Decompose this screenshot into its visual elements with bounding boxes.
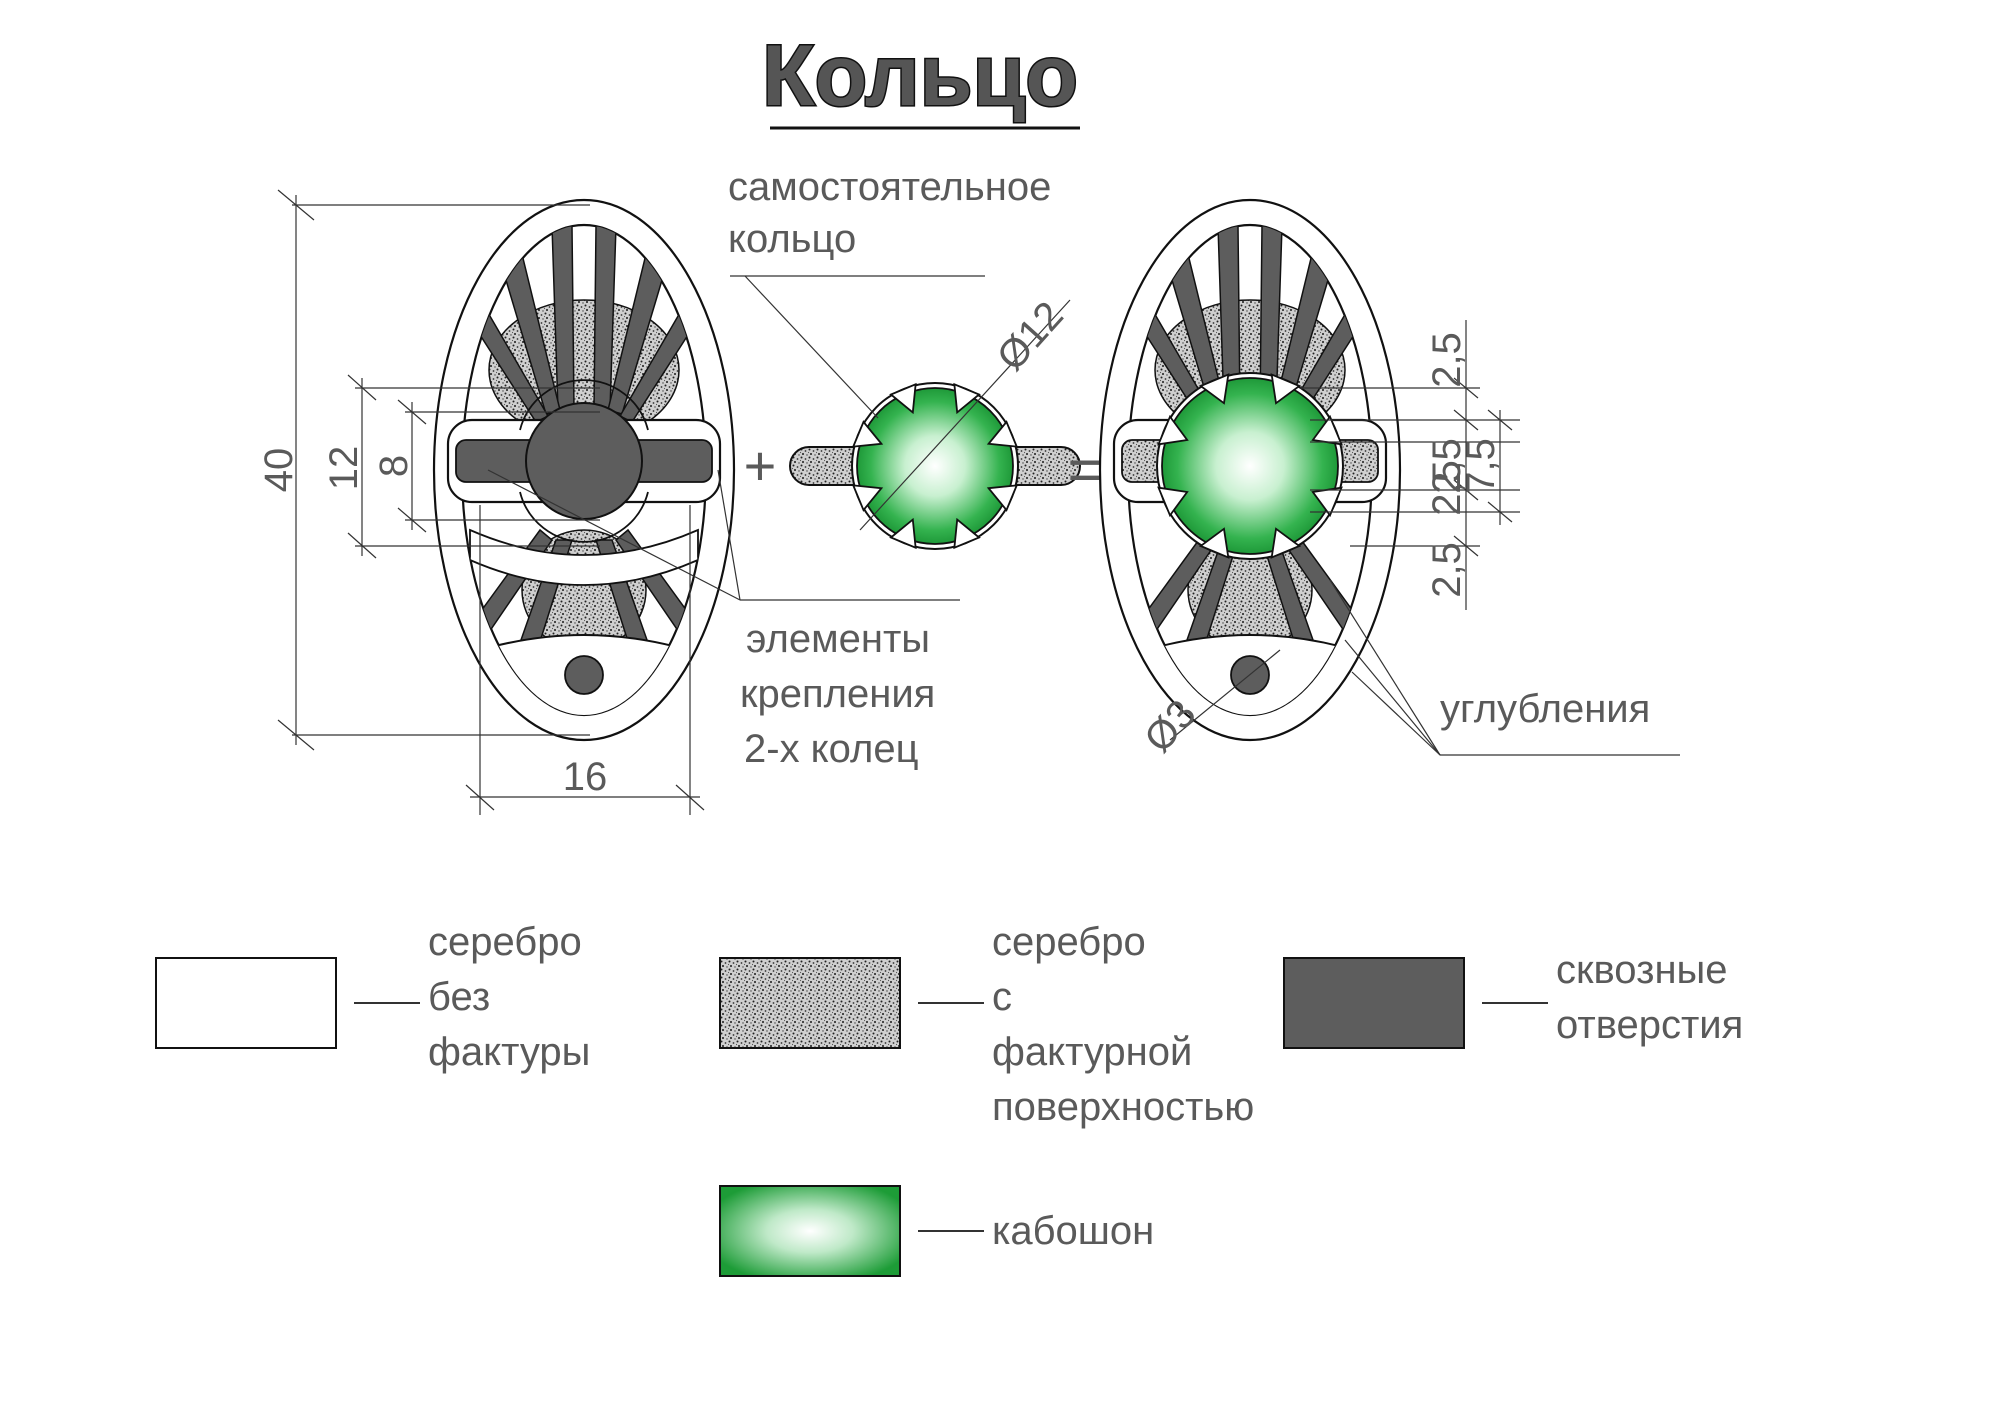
legend-cabochon: кабошон [992,1209,1154,1253]
prong [889,382,917,415]
dim-mid-b: 2,5 [1425,460,1469,516]
through-hole-3mm [564,655,604,695]
dimension-lines-left [277,189,705,815]
legend-plain-silver-line3: фактуры [428,1030,590,1074]
callout-fastening-line3: 2-х колец [744,727,919,771]
plus-sign: + [744,434,777,497]
prong [953,517,981,550]
dim-height-40: 40 [257,448,301,493]
cabochon-stone [856,387,1014,545]
page-title: Кольцо [762,28,1078,124]
prong [1157,414,1189,446]
dim-top-gap: 2,5 [1425,332,1469,388]
dim-band: 7,5 [1459,438,1503,494]
prongs [851,382,1019,550]
leader-line [717,469,741,601]
cabochon-stone [1161,377,1339,555]
callout-recesses: углубления [1440,687,1650,731]
dim-bottom-gap: 2,5 [1425,542,1469,598]
legend-swatch-textured-silver [719,957,901,1049]
center-collar [519,491,649,543]
dim-hole-line [1169,649,1281,741]
legend-through-holes-line2: отверстия [1556,1003,1743,1047]
prong [1157,486,1189,518]
dim-inner-12: 12 [322,446,366,491]
center-hole [525,402,643,520]
leader-line [1329,579,1441,756]
legend-swatch-plain-silver [155,957,337,1049]
dim-width-16: 16 [563,755,608,799]
legend-swatch-cabochon [719,1185,901,1277]
legend-textured-silver-line1: серебро [992,920,1146,964]
prong [1270,527,1302,559]
legend-swatch-through-holes [1283,957,1465,1049]
legend-textured-silver-line3: фактурной [992,1030,1192,1074]
prong [1270,373,1302,405]
assembled-ring [1098,198,1402,742]
callout-independent-ring-line2: кольцо [728,217,856,261]
dim-mid-a: 2,5 [1425,438,1469,494]
callout-fastening-line2: крепления [740,672,935,716]
legend-plain-silver-line2: без [428,975,490,1019]
legend-textured-silver-line4: поверхностью [992,1085,1254,1129]
dim-stone-diameter: Ø12 [989,293,1072,379]
leader-line [1344,639,1441,756]
independent-ring [789,382,1081,550]
legend: серебро без фактуры серебро с фактурной … [155,920,1743,1277]
callout-independent-ring-line1: самостоятельное [728,165,1051,209]
legend-plain-silver-line1: серебро [428,920,582,964]
prong [851,420,884,448]
prong [889,517,917,550]
callout-fastening-line1: элементы [746,617,930,661]
leader-line [744,275,879,419]
prongs [1157,373,1343,559]
leader-line [487,469,741,601]
prong [986,484,1019,512]
dimension-lines-right [1300,320,1520,610]
prong [1198,373,1230,405]
equals-sign: = [1067,436,1102,503]
dim-diameter-line [859,299,1071,531]
center-collar [519,379,649,431]
prong [986,420,1019,448]
dim-inner-8: 8 [372,455,416,477]
prong [953,382,981,415]
legend-textured-silver-line2: с [992,975,1012,1019]
base-ring [432,198,736,742]
prong [1198,527,1230,559]
prong [851,484,884,512]
leader-line [1351,671,1441,756]
legend-through-holes-line1: сквозные [1556,948,1728,992]
